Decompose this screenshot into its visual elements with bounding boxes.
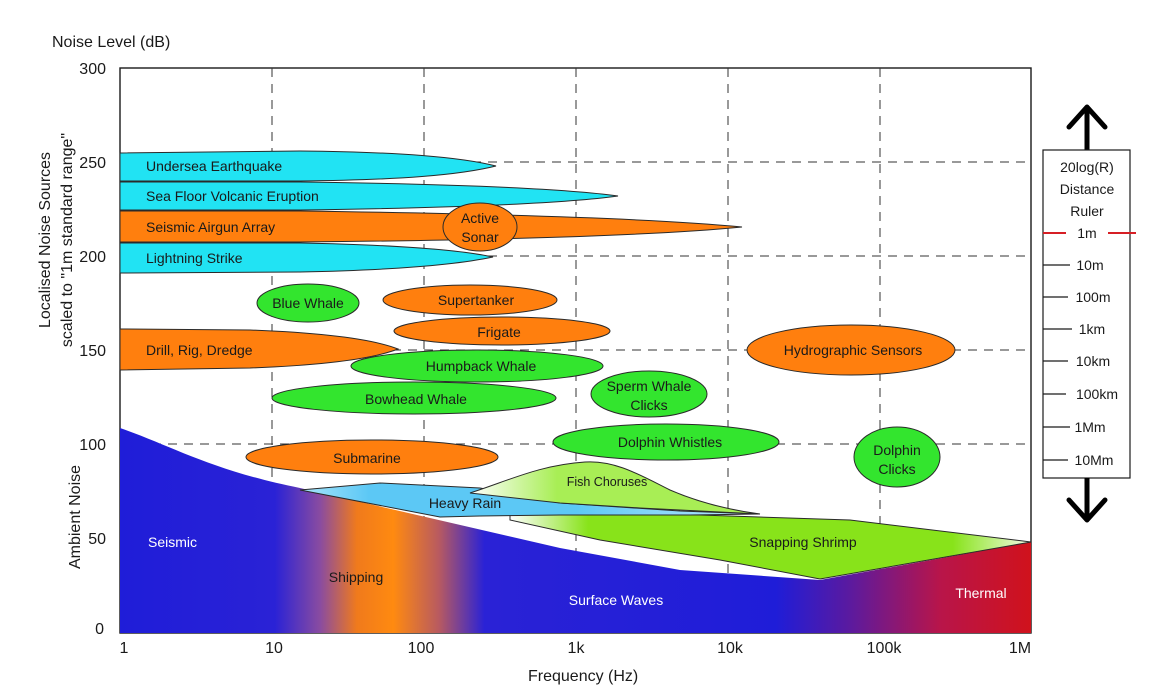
sperm-whale-clicks-shape: [590, 370, 708, 418]
x-tick-10: 10: [265, 640, 283, 657]
submarine-shape: [245, 439, 499, 475]
lightning-strike-shape: [119, 242, 494, 274]
blue-whale-label: Blue Whale: [272, 295, 344, 311]
drill-rig-dredge-shape: [119, 328, 400, 371]
ruler-mark-1m: 1m: [1077, 225, 1096, 241]
seismic-airgun-label: Seismic Airgun Array: [146, 219, 275, 235]
y-tick-200: 200: [79, 249, 106, 266]
frigate-shape: [393, 316, 611, 346]
frigate-label: Frigate: [477, 324, 521, 340]
undersea-earthquake-shape: [119, 150, 497, 182]
x-tick-labels: 1 10 100 1k 10k 100k 1M: [120, 640, 1032, 657]
y-axis-title: Noise Level (dB): [52, 34, 170, 51]
heavy-rain-label: Heavy Rain: [429, 495, 501, 511]
left-label-sources-1: Localised Noise Sources: [37, 152, 54, 328]
supertanker-shape: [382, 284, 558, 316]
ruler-mark-10Mm: 10Mm: [1075, 452, 1114, 468]
sea-floor-volcanic-shape: [119, 181, 619, 211]
ruler-mark-10km: 10km: [1076, 353, 1110, 369]
x-axis-title: Frequency (Hz): [528, 668, 638, 685]
y-tick-100: 100: [79, 437, 106, 454]
undersea-earthquake-label: Undersea Earthquake: [146, 158, 282, 174]
shipping-label: Shipping: [329, 569, 384, 585]
ruler-mark-1Mm: 1Mm: [1074, 419, 1105, 435]
blue-whale-shape: [256, 283, 360, 323]
fish-choruses-band: [469, 461, 761, 515]
supertanker-label: Supertanker: [438, 292, 515, 308]
ruler-title-1: 20log(R): [1060, 159, 1114, 175]
ruler-title-2: Distance: [1060, 181, 1115, 197]
y-tick-300: 300: [79, 61, 106, 78]
x-tick-1: 1: [120, 640, 129, 657]
submarine-label: Submarine: [333, 450, 401, 466]
left-label-sources-2: scaled to "1m standard range": [59, 133, 76, 347]
sea-floor-volcanic-label: Sea Floor Volcanic Eruption: [146, 188, 319, 204]
seismic-label: Seismic: [148, 534, 197, 550]
distance-ruler: 20log(R) Distance Ruler 1m 10m 100m 1km …: [1042, 104, 1136, 523]
lightning-strike-label: Lightning Strike: [146, 250, 243, 266]
ruler-mark-100m: 100m: [1075, 289, 1110, 305]
snapping-shrimp-label: Snapping Shrimp: [749, 534, 857, 550]
ruler-mark-100km: 100km: [1076, 386, 1118, 402]
x-tick-100: 100: [408, 640, 435, 657]
arrow-up-icon: [1066, 104, 1108, 130]
sperm-whale-label-1: Sperm Whale: [607, 378, 692, 394]
ruler-title-3: Ruler: [1070, 203, 1104, 219]
y-tick-150: 150: [79, 343, 106, 360]
active-sonar-label-2: Sonar: [461, 229, 499, 245]
x-tick-100k: 100k: [867, 640, 903, 657]
surface-waves-label: Surface Waves: [569, 592, 663, 608]
x-tick-1k: 1k: [568, 640, 586, 657]
y-tick-50: 50: [88, 531, 106, 548]
ambient-noise-region: [120, 428, 1031, 633]
dolphin-clicks-shape: [853, 426, 941, 488]
left-label-ambient: Ambient Noise: [67, 465, 84, 569]
bowhead-whale-label: Bowhead Whale: [365, 391, 467, 407]
dolphin-whistles-shape: [552, 423, 780, 461]
y-tick-0: 0: [95, 621, 104, 638]
y-tick-labels: 300 250 200 150 100 50 0: [79, 61, 106, 638]
hydrographic-sensors-shape: [746, 324, 956, 376]
dolphin-clicks-label-1: Dolphin: [873, 442, 920, 458]
active-sonar-label-1: Active: [461, 210, 499, 226]
y-tick-250: 250: [79, 155, 106, 172]
dolphin-whistles-label: Dolphin Whistles: [618, 434, 722, 450]
x-tick-1M: 1M: [1009, 640, 1031, 657]
active-sonar-shape: [442, 202, 518, 252]
sperm-whale-label-2: Clicks: [630, 397, 667, 413]
distance-ruler-box: [1042, 149, 1131, 479]
ruler-mark-1km: 1km: [1079, 321, 1105, 337]
thermal-label: Thermal: [955, 585, 1006, 601]
bowhead-whale-shape: [271, 381, 557, 415]
x-tick-10k: 10k: [717, 640, 744, 657]
humpback-whale-shape: [350, 349, 604, 383]
drill-rig-dredge-label: Drill, Rig, Dredge: [146, 342, 253, 358]
fish-choruses-label: Fish Choruses: [567, 475, 648, 489]
humpback-whale-label: Humpback Whale: [426, 358, 537, 374]
arrow-down-icon: [1066, 497, 1108, 523]
ruler-mark-10m: 10m: [1076, 257, 1103, 273]
hydrographic-sensors-label: Hydrographic Sensors: [784, 342, 923, 358]
dolphin-clicks-label-2: Clicks: [878, 461, 915, 477]
